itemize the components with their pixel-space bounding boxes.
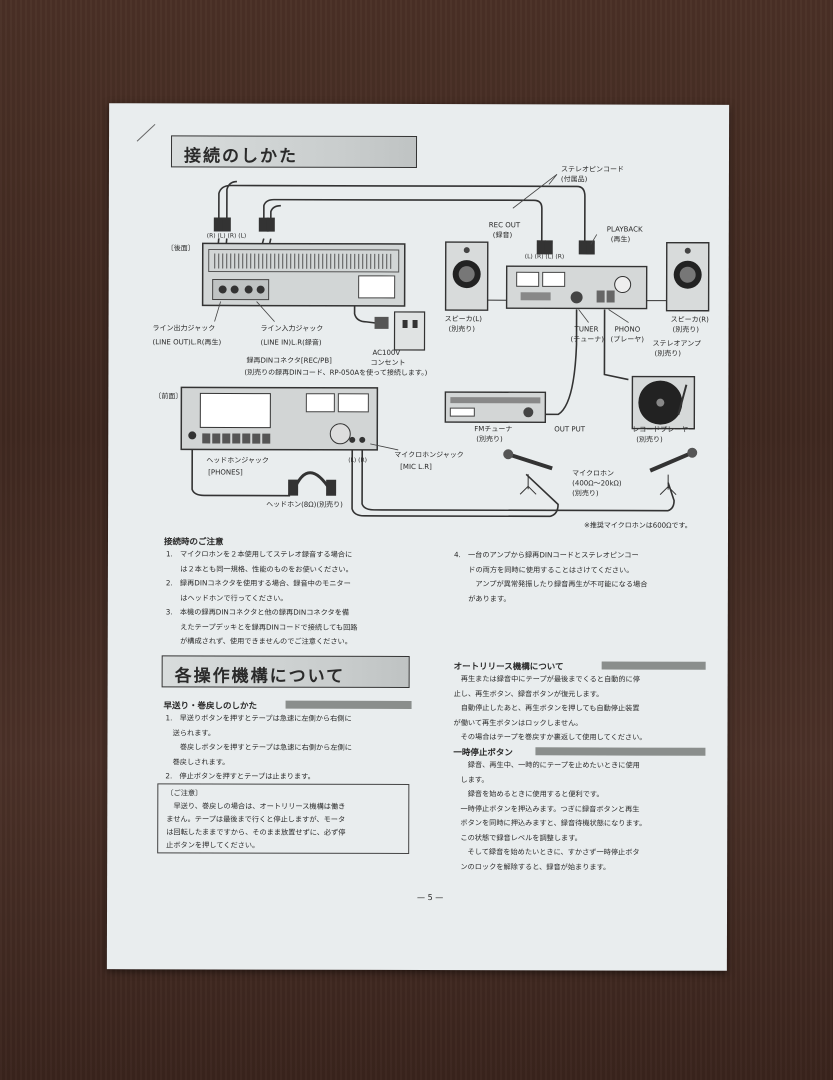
label-playback: PLAYBACK (606, 225, 643, 234)
label-front: 〔前面〕 (154, 392, 183, 401)
label-tuner: TUNER (574, 325, 599, 334)
pencil-mark (136, 123, 156, 142)
label-stereo-pin-cord: ステレオピンコード (560, 165, 624, 174)
label-rec-out: REC OUT (488, 221, 521, 230)
ff-rew-heading-bar (285, 700, 412, 709)
label-mic-lr-plug: (L) (R) (348, 456, 368, 464)
label-stereo-amp-note: (別売り) (654, 349, 681, 358)
label-microphone-note: (別売り) (572, 489, 599, 498)
stereo-amp-drawing (487, 265, 667, 310)
label-record-player-note: (別売り) (636, 435, 663, 444)
auto-release-heading-bar (601, 661, 706, 670)
label-line-in-en: (LINE IN)L.R(録音) (260, 338, 322, 347)
label-playback-ja: (再生) (610, 235, 631, 244)
label-microphone: マイクロホン (572, 469, 615, 478)
label-output: OUT PUT (554, 425, 586, 434)
label-stereo-amp: ステレオアンプ (652, 339, 702, 348)
label-tuner-ja: (チューナ) (570, 335, 604, 344)
ff-rew-note-box: 〔ご注意〕 早送り、巻戻しの場合は、オートリリース機構は働き ません。テープは最… (157, 783, 410, 854)
label-phono: PHONO (614, 325, 641, 334)
manual-page: 接続のしかた (106, 103, 730, 971)
label-rl-top: (R) (L) (R) (L) (206, 232, 247, 240)
ac-outlet (393, 311, 426, 351)
label-rear: 〔後面〕 (166, 244, 195, 253)
label-line-out-jack: ライン出力ジャック (152, 324, 216, 333)
microphone-left-drawing (503, 449, 553, 495)
deck-rear (201, 242, 406, 307)
deck-front (180, 386, 379, 451)
speaker-left-drawing (444, 241, 489, 311)
section-title-controls: 各操作機構について (161, 655, 410, 688)
auto-release-body: 再生または録音中にテープが最後までくると自動的に停 止し、再生ボタン、録音ボタン… (453, 674, 647, 742)
label-fm-tuner-note: (別売り) (476, 435, 503, 444)
connection-diagram (180, 174, 710, 518)
ff-rew-heading: 早送り・巻戻しのしかた (163, 701, 258, 712)
label-phono-ja: (プレーヤ) (610, 335, 644, 344)
cautions-right: 4. 一台のアンプから録再DINコードとステレオピンコー ドの両方を同時に使用す… (453, 550, 648, 603)
label-fm-tuner: FMチューナ (474, 425, 513, 434)
label-headphone: ヘッドホン(8Ω)(別売り) (266, 500, 343, 509)
label-headphone-jack: ヘッドホンジャック (206, 456, 269, 465)
microphone-right-drawing (649, 447, 698, 496)
fm-tuner-drawing (444, 391, 547, 424)
label-record-player: レコードプレーヤー (632, 425, 696, 434)
speaker-right-drawing (665, 241, 710, 312)
label-lr-amp: (L) (R) (L) (R) (524, 253, 565, 261)
label-mic-jack: マイクロホンジャック (394, 450, 464, 460)
cautions-left: 1. マイクロホンを２本使用してステレオ録音する場合に は２本とも同一規格、性能… (165, 549, 358, 646)
label-line-in-jack: ライン入力ジャック (260, 324, 324, 333)
cautions-heading: 接続時のご注意 (163, 537, 224, 548)
label-stereo-pin-cord-note: (付属品) (560, 175, 588, 184)
ff-rew-body: 1. 早送りボタンを押すとテープは急速に左側から右側に 送られます。 巻戻しボタ… (165, 713, 352, 781)
label-mic-recommend: ※推奨マイクロホンは600Ωです。 (584, 521, 692, 530)
label-speaker-r: スピーカ(R) (670, 315, 709, 324)
pause-heading: 一時停止ボタン (453, 748, 513, 759)
label-phones: [PHONES] (208, 468, 243, 477)
label-rec-out-ja: (録音) (492, 231, 513, 240)
auto-release-heading: オートリリース機構について (453, 662, 564, 673)
record-player-drawing (631, 375, 696, 430)
pause-body: 録音、再生中、一時的にテープを止めたいときに使用 します。 録音を始めるときに使… (453, 760, 647, 872)
pause-heading-bar (535, 747, 706, 756)
label-microphone-imp: (400Ω〜20kΩ) (572, 479, 622, 488)
headphones-drawing (288, 471, 337, 496)
label-ac-outlet: AC100V (372, 348, 401, 357)
label-mic-lr: [MIC L.R] (400, 462, 432, 472)
label-ac-outlet2: コンセント (370, 358, 406, 367)
label-speaker-l-note: (別売り) (448, 325, 476, 334)
label-speaker-l: スピーカ(L) (444, 315, 482, 324)
label-speaker-r-note: (別売り) (672, 325, 700, 334)
label-din-connector: 録再DINコネクタ[REC/PB] (246, 356, 332, 365)
page-number: — 5 — (417, 892, 444, 903)
label-line-out-en: (LINE OUT)L.R(再生) (152, 338, 222, 347)
label-din-note: (別売りの録再DINコード、RP-050Aを使って接続します。) (244, 368, 428, 378)
